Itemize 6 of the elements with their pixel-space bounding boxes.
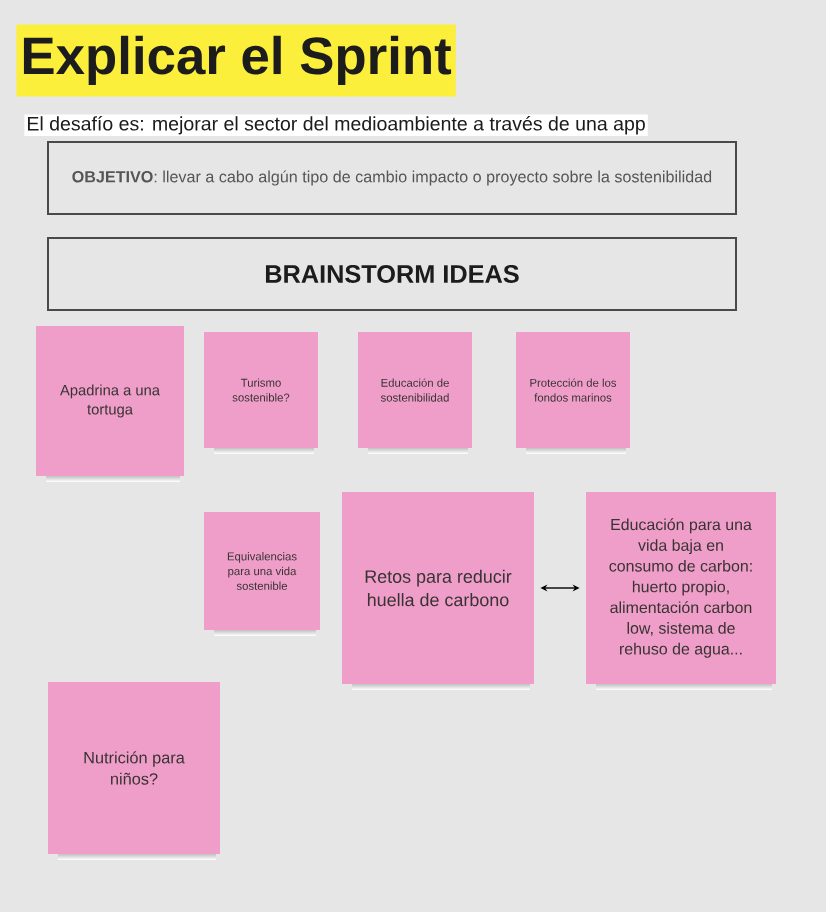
sticky-note: Retos para reducir huella de carbono: [342, 492, 534, 690]
title: Explicar el Sprint: [16, 24, 456, 97]
outlined-box: OBJETIVO: llevar a cabo algún tipo de cambio impacto o proyecto sobre la sostenibilidad: [47, 141, 737, 215]
sticky-note: Nutrición para niños?: [48, 682, 220, 860]
subtitle: El desafío es: mejorar el sector del medioambiente a través de una app: [24, 114, 648, 137]
outlined-box: BRAINSTORM IDEAS: [47, 237, 737, 311]
